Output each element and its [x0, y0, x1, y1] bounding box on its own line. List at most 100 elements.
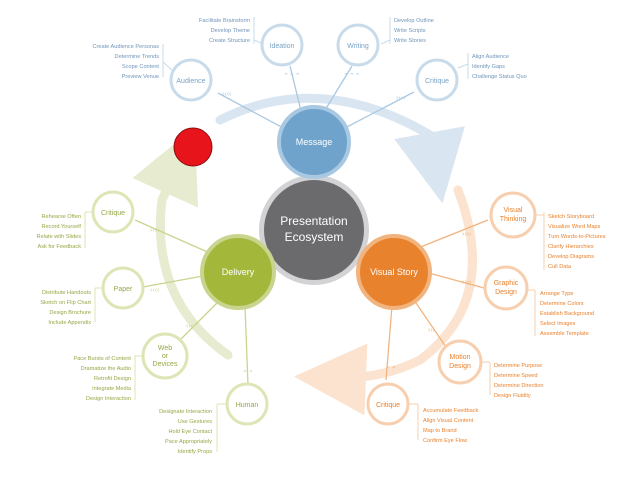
node-visual-thinking-label-1: Visual — [504, 207, 523, 214]
list-motion-design-item-2: Determine Direction — [494, 383, 543, 389]
node-visual-thinking[interactable]: Visual Thinking — [489, 191, 537, 239]
message-hub[interactable] — [277, 105, 351, 179]
list-graphic-design-item-0: Arrange Type — [540, 291, 573, 297]
svg-text:⌄⌄: ⌄⌄ — [385, 363, 397, 370]
node-graphic-design[interactable]: Graphic Design — [483, 265, 529, 311]
list-visual-thinking-item-2: Turn Words-to-Pictures — [548, 234, 606, 240]
node-audience-label: Audience — [176, 78, 205, 85]
list-human-item-2: Hold Eye Contact — [168, 429, 212, 435]
delivery-hub[interactable] — [200, 234, 276, 310]
list-critique-delivery-item-1: Record Yourself — [42, 224, 82, 230]
list-human-item-4: Identify Props — [178, 449, 212, 455]
node-critique-message[interactable]: Critique — [415, 58, 459, 102]
list-paper-item-3: Include Appendix — [48, 320, 91, 326]
node-paper-label: Paper — [114, 286, 133, 293]
node-critique-delivery-label: Critique — [101, 210, 125, 217]
svg-text:⌃⌃⌃: ⌃⌃⌃ — [343, 72, 361, 80]
cycle-arc-orange — [294, 185, 477, 416]
list-audience-item-0: Create Audience Personas — [92, 44, 159, 50]
list-web-item-3: Integrate Media — [92, 386, 132, 392]
list-critique-delivery-item-2: Relate with Slides — [37, 234, 82, 240]
list-web-item-1: Dramatize the Audio — [81, 366, 131, 372]
list-ideation-item-0: Facilitate Brainstorm — [199, 18, 250, 24]
node-ideation-label: Ideation — [270, 43, 295, 50]
list-visual-thinking-item-3: Clarify Hierarchies — [548, 244, 594, 250]
list-human: Designate Interaction Use Gestures Hold … — [159, 403, 227, 455]
list-paper-item-0: Distribute Handouts — [42, 290, 91, 296]
svg-text:‹‹‹‹: ‹‹‹‹ — [150, 287, 160, 294]
center-label-line2: Ecosystem — [285, 230, 344, 244]
list-critique-message-item-0: Align Audience — [472, 54, 509, 60]
center-label-line1: Presentation — [280, 214, 347, 228]
svg-text:››››: ›››› — [462, 231, 472, 238]
list-writing: Develop Outline Write Scripts Write Stor… — [380, 17, 434, 45]
list-visual-thinking-item-1: Visualize Word Maps — [548, 224, 601, 230]
node-audience[interactable]: Audience — [169, 58, 213, 102]
node-human[interactable]: Human — [225, 382, 269, 426]
list-motion-design: Determine Purpose Determine Speed Determ… — [481, 361, 543, 399]
list-critique-message-item-1: Identify Gaps — [472, 64, 505, 70]
node-critique-visual[interactable]: Critique — [366, 382, 410, 426]
list-motion-design-item-3: Design Fluidity — [494, 393, 531, 399]
list-critique-delivery: Rehearse Often Record Yourself Relate wi… — [37, 211, 93, 250]
svg-text:›››: ››› — [428, 327, 436, 334]
svg-text:››››: ›››› — [462, 279, 472, 286]
list-paper-item-1: Sketch on Flip Chart — [40, 300, 91, 306]
node-paper[interactable]: Paper — [101, 266, 145, 310]
node-web-or-devices[interactable]: Web or Devices — [141, 332, 189, 380]
node-graphic-design-label-1: Graphic — [494, 280, 519, 287]
svg-text:‹‹‹‹: ‹‹‹‹ — [150, 227, 160, 234]
node-visual-thinking-label-2: Thinking — [500, 216, 527, 223]
center-hub-inner — [264, 180, 364, 280]
node-writing-label: Writing — [347, 43, 369, 50]
cycle-arc-green — [132, 127, 233, 360]
list-motion-design-item-0: Determine Purpose — [494, 363, 542, 369]
node-ideation[interactable]: Ideation — [260, 23, 304, 67]
list-visual-thinking-item-4: Develop Diagrams — [548, 254, 594, 260]
node-graphic-design-label-2: Design — [495, 289, 517, 296]
list-ideation-item-1: Develop Theme — [211, 28, 250, 34]
list-graphic-design-item-1: Determine Colors — [540, 301, 584, 307]
list-critique-message-item-2: Challenge Status Quo — [472, 74, 527, 80]
node-web-label-2: or — [162, 353, 169, 360]
list-writing-item-0: Develop Outline — [394, 18, 434, 24]
node-writing[interactable]: Writing — [336, 23, 380, 67]
svg-text:‹‹‹: ‹‹‹ — [186, 323, 194, 330]
list-ideation: Facilitate Brainstorm Develop Theme Crea… — [199, 17, 264, 45]
list-audience-item-1: Determine Trends — [115, 54, 160, 60]
node-critique-message-label: Critique — [425, 78, 449, 85]
node-motion-design[interactable]: Motion Design — [437, 339, 483, 385]
list-graphic-design-item-2: Establish Background — [540, 311, 594, 317]
list-web-item-0: Pace Bursts of Content — [73, 356, 131, 362]
connectors — [134, 65, 489, 386]
list-critique-visual-item-1: Align Visual Content — [423, 418, 474, 424]
list-graphic-design-item-3: Select Images — [540, 321, 576, 327]
list-visual-thinking-item-0: Sketch Storyboard — [548, 214, 594, 220]
svg-text:⌃⌃⌃: ⌃⌃⌃ — [283, 72, 301, 80]
node-critique-delivery[interactable]: Critique — [91, 190, 135, 234]
visual-story-hub[interactable] — [356, 234, 432, 310]
node-motion-design-label-1: Motion — [449, 354, 470, 361]
list-visual-thinking-item-5: Cull Data — [548, 264, 572, 270]
list-human-item-1: Use Gestures — [178, 419, 212, 425]
node-motion-design-label-2: Design — [449, 363, 471, 370]
list-ideation-item-2: Create Structure — [209, 38, 250, 44]
list-graphic-design-item-4: Assemble Template — [540, 331, 589, 337]
list-paper: Distribute Handouts Sketch on Flip Chart… — [40, 287, 103, 326]
list-visual-thinking: Sketch Storyboard Visualize Word Maps Tu… — [535, 212, 606, 270]
list-motion-design-item-1: Determine Speed — [494, 373, 538, 379]
red-marker — [173, 127, 213, 167]
svg-text:⌄⌄: ⌄⌄ — [242, 367, 254, 374]
list-web: Pace Bursts of Content Dramatize the Aud… — [73, 355, 143, 402]
delivery-hub-label: Delivery — [222, 267, 255, 277]
list-web-item-4: Design Interaction — [86, 396, 131, 402]
list-web-item-2: Retrofit Design — [94, 376, 131, 382]
list-critique-delivery-item-3: Ask for Feedback — [37, 244, 81, 250]
list-audience-item-3: Preview Venue — [122, 74, 159, 80]
node-web-label-1: Web — [158, 345, 172, 352]
list-critique-delivery-item-0: Rehearse Often — [42, 214, 82, 220]
list-critique-visual: Accumulate Feedback Align Visual Content… — [408, 403, 479, 444]
list-writing-item-1: Write Scripts — [394, 28, 426, 34]
